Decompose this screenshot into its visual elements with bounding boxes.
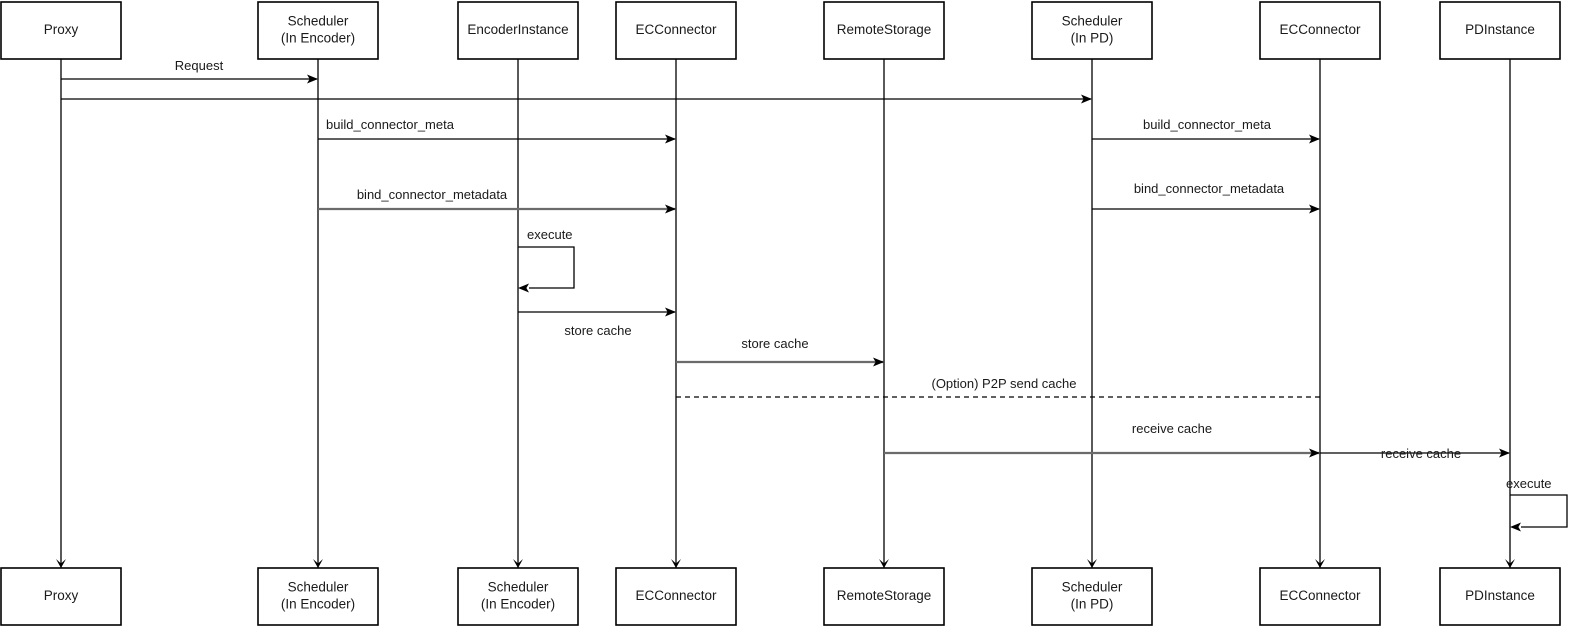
message-label-store-cache-remote: store cache <box>741 336 808 351</box>
participant-header-boxes: Proxy Scheduler (In Encoder) EncoderInstanc… <box>0 1 1561 60</box>
self-message-arrowhead-execute-pd <box>1510 522 1521 532</box>
participant-header-ec-connector-encoder[interactable]: ECConnector <box>615 1 737 60</box>
message-p2p-send-cache[interactable]: (Option) P2P send cache <box>676 376 1320 398</box>
message-receive-cache-ec-to-pd[interactable]: receive cache <box>1320 446 1510 461</box>
participant-footer-label-pd-instance: PDInstance <box>1465 588 1535 603</box>
message-label-bind-connector-metadata-pd: bind_connector_metadata <box>1134 181 1285 196</box>
participant-header-encoder-instance[interactable]: EncoderInstance <box>457 1 579 60</box>
participant-header-remote-storage[interactable]: RemoteStorage <box>823 1 945 60</box>
lifeline-end-arrow-encoder-instance <box>513 559 523 568</box>
participant-footer-label-scheduler-encoder: (In Encoder) <box>281 597 355 612</box>
participant-footer-label-encoder-instance: Scheduler <box>488 580 549 595</box>
participant-footer-pd-instance[interactable]: PDInstance <box>1439 567 1561 626</box>
message-receive-cache-remote-to-ec[interactable]: receive cache <box>884 421 1320 458</box>
self-messages-layer: execute execute <box>518 227 1568 532</box>
lifeline-end-arrow-ec-connector-pd <box>1315 559 1325 568</box>
participant-header-label-scheduler-encoder: Scheduler <box>288 14 349 29</box>
participant-header-label-ec-connector-pd: ECConnector <box>1279 22 1361 37</box>
message-request[interactable]: Request <box>61 58 318 84</box>
message-build-connector-meta-encoder[interactable]: build_connector_meta <box>318 117 676 144</box>
participant-footer-encoder-instance[interactable]: Scheduler (In Encoder) <box>457 567 579 626</box>
self-message-path-execute-encoder <box>518 246 575 289</box>
self-message-label-execute-pd: execute <box>1506 476 1552 491</box>
messages-layer: Request build_connector_meta build_connect… <box>61 58 1510 461</box>
participant-footer-label-encoder-instance: (In Encoder) <box>481 597 555 612</box>
message-label-store-cache-encoder: store cache <box>564 323 631 338</box>
participant-footer-label-scheduler-pd: (In PD) <box>1071 597 1114 612</box>
participant-header-label-encoder-instance: EncoderInstance <box>467 22 568 37</box>
participant-footer-label-scheduler-encoder: Scheduler <box>288 580 349 595</box>
message-store-cache-remote[interactable]: store cache <box>676 336 884 367</box>
message-label-build-connector-meta-pd: build_connector_meta <box>1143 117 1272 132</box>
participant-header-proxy[interactable]: Proxy <box>0 1 122 60</box>
lifeline-end-arrow-scheduler-pd <box>1087 559 1097 568</box>
lifeline-end-arrow-remote-storage <box>879 559 889 568</box>
participant-footer-label-ec-connector-pd: ECConnector <box>1279 588 1361 603</box>
participant-header-label-pd-instance: PDInstance <box>1465 22 1535 37</box>
message-label-receive-cache-remote-to-ec: receive cache <box>1132 421 1212 436</box>
participant-footer-remote-storage[interactable]: RemoteStorage <box>823 567 945 626</box>
participant-header-ec-connector-pd[interactable]: ECConnector <box>1259 1 1381 60</box>
participant-header-scheduler-encoder[interactable]: Scheduler (In Encoder) <box>257 1 379 60</box>
lifeline-end-arrow-scheduler-encoder <box>313 559 323 568</box>
message-store-cache-encoder[interactable]: store cache <box>518 307 676 338</box>
participant-header-scheduler-pd[interactable]: Scheduler (In PD) <box>1031 1 1153 60</box>
self-message-execute-encoder[interactable]: execute <box>518 227 575 293</box>
participant-header-label-scheduler-pd: Scheduler <box>1062 14 1123 29</box>
participant-footer-ec-connector-encoder[interactable]: ECConnector <box>615 567 737 626</box>
message-label-request: Request <box>175 58 224 73</box>
message-bind-connector-metadata-encoder[interactable]: bind_connector_metadata <box>318 187 676 214</box>
self-message-arrowhead-execute-encoder <box>518 283 529 293</box>
message-build-connector-meta-pd[interactable]: build_connector_meta <box>1092 117 1320 144</box>
participant-footer-ec-connector-pd[interactable]: ECConnector <box>1259 567 1381 626</box>
self-message-label-execute-encoder: execute <box>527 227 573 242</box>
message-label-build-connector-meta-encoder: build_connector_meta <box>326 117 455 132</box>
participant-header-label-proxy: Proxy <box>44 22 79 37</box>
participant-footer-label-ec-connector-encoder: ECConnector <box>635 588 717 603</box>
participant-footer-proxy[interactable]: Proxy <box>0 567 122 626</box>
message-label-bind-connector-metadata-encoder: bind_connector_metadata <box>357 187 508 202</box>
participant-header-pd-instance[interactable]: PDInstance <box>1439 1 1561 60</box>
participant-footer-label-scheduler-pd: Scheduler <box>1062 580 1123 595</box>
message-bind-connector-metadata-pd[interactable]: bind_connector_metadata <box>1092 181 1320 214</box>
participant-header-label-scheduler-encoder: (In Encoder) <box>281 31 355 46</box>
participant-header-label-ec-connector-encoder: ECConnector <box>635 22 717 37</box>
lifeline-end-arrow-ec-connector-encoder <box>671 559 681 568</box>
lifelines-layer <box>56 59 1515 568</box>
message-label-p2p-send-cache: (Option) P2P send cache <box>931 376 1076 391</box>
message-label-receive-cache-ec-to-pd: receive cache <box>1381 446 1461 461</box>
participant-footer-label-remote-storage: RemoteStorage <box>837 588 932 603</box>
participant-footer-scheduler-encoder[interactable]: Scheduler (In Encoder) <box>257 567 379 626</box>
participant-footer-scheduler-pd[interactable]: Scheduler (In PD) <box>1031 567 1153 626</box>
participant-header-label-remote-storage: RemoteStorage <box>837 22 932 37</box>
participant-footer-boxes: Proxy Scheduler (In Encoder) Scheduler (In E… <box>0 567 1561 626</box>
self-message-path-execute-pd <box>1510 494 1568 528</box>
lifeline-end-arrow-proxy <box>56 559 66 568</box>
participant-footer-label-proxy: Proxy <box>44 588 79 603</box>
lifeline-end-arrow-pd-instance <box>1505 559 1515 568</box>
self-message-execute-pd[interactable]: execute <box>1506 476 1568 532</box>
participant-header-label-scheduler-pd: (In PD) <box>1071 31 1114 46</box>
